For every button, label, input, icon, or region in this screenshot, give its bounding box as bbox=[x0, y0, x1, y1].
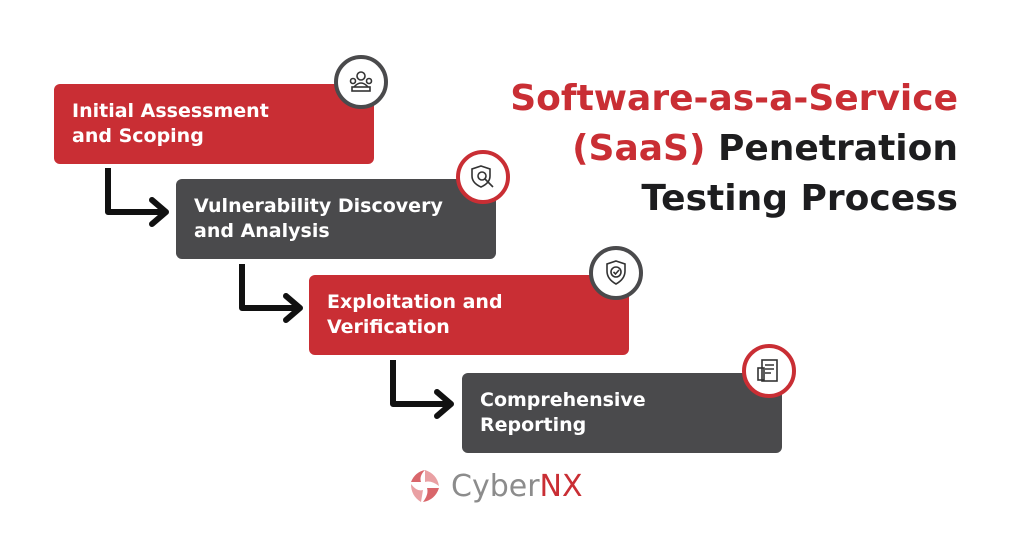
step-vulnerability-discovery: Vulnerability Discovery and Analysis bbox=[176, 179, 496, 259]
title-line-3: Testing Process bbox=[641, 178, 958, 219]
step-label-line2: and Scoping bbox=[72, 125, 204, 147]
flow-arrow-1 bbox=[105, 168, 169, 227]
step-label-line1: Initial Assessment bbox=[72, 100, 269, 122]
meeting-icon bbox=[334, 55, 388, 109]
logo-text: CyberNX bbox=[451, 468, 583, 504]
step-label-line2: Verification bbox=[327, 316, 450, 338]
diagram-title: Software-as-a-Service (SaaS) Penetration… bbox=[510, 74, 958, 224]
title-line-2: (SaaS) Penetration bbox=[572, 128, 958, 169]
step-label-line2: Reporting bbox=[480, 414, 587, 436]
report-icon bbox=[742, 344, 796, 398]
cybernx-logo: CyberNX bbox=[405, 466, 583, 506]
step-label-line1: Vulnerability Discovery bbox=[194, 195, 443, 217]
search-shield-icon bbox=[456, 150, 510, 204]
flow-arrow-3 bbox=[390, 360, 454, 419]
cybernx-logo-mark bbox=[411, 470, 439, 502]
title-line-1: Software-as-a-Service bbox=[510, 78, 958, 119]
flow-arrow-2 bbox=[239, 264, 303, 323]
step-exploitation-verification: Exploitation and Verification bbox=[309, 275, 629, 355]
step-label-line1: Exploitation and bbox=[327, 291, 503, 313]
step-label-line2: and Analysis bbox=[194, 220, 330, 242]
step-comprehensive-reporting: Comprehensive Reporting bbox=[462, 373, 782, 453]
check-shield-icon bbox=[589, 246, 643, 300]
step-label-line1: Comprehensive bbox=[480, 389, 646, 411]
step-initial-assessment: Initial Assessment and Scoping bbox=[54, 84, 374, 164]
